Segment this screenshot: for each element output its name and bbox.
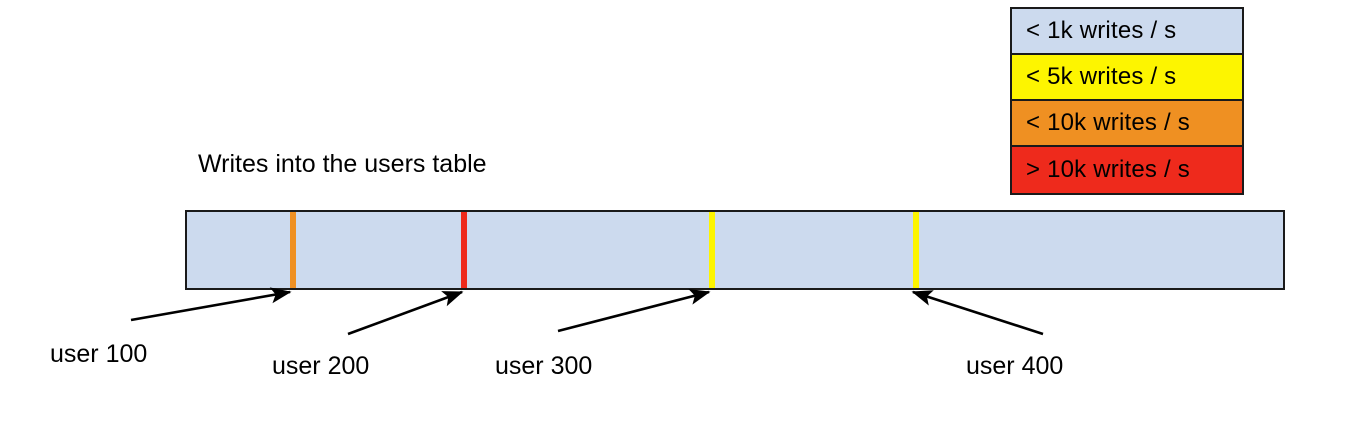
callout-label-user-300: user 300 bbox=[495, 352, 593, 380]
range-marker-user-200 bbox=[461, 212, 467, 288]
legend-label-under-5k: < 5k writes / s bbox=[1026, 63, 1177, 90]
legend-row-under-5k: < 5k writes / s bbox=[1012, 55, 1242, 101]
write-rate-legend: < 1k writes / s < 5k writes / s < 10k wr… bbox=[1010, 7, 1244, 195]
callout-arrow-user-400 bbox=[911, 290, 1044, 336]
legend-row-under-10k: < 10k writes / s bbox=[1012, 101, 1242, 147]
callout-arrow-user-200 bbox=[347, 290, 464, 336]
legend-label-over-10k: > 10k writes / s bbox=[1026, 156, 1190, 183]
legend-row-under-1k: < 1k writes / s bbox=[1012, 9, 1242, 55]
legend-row-over-10k: > 10k writes / s bbox=[1012, 147, 1242, 193]
chart-title: Writes into the users table bbox=[198, 150, 487, 178]
callout-arrow-user-100 bbox=[130, 287, 292, 322]
users-table-range-bar bbox=[185, 210, 1285, 290]
callout-label-user-200: user 200 bbox=[272, 352, 370, 380]
range-marker-user-300 bbox=[709, 212, 715, 288]
legend-label-under-10k: < 10k writes / s bbox=[1026, 109, 1190, 136]
callout-label-user-400: user 400 bbox=[966, 352, 1064, 380]
range-marker-user-400 bbox=[913, 212, 919, 288]
legend-label-under-1k: < 1k writes / s bbox=[1026, 17, 1177, 44]
callout-arrow-user-300 bbox=[557, 289, 711, 333]
range-marker-user-100 bbox=[290, 212, 296, 288]
callout-label-user-100: user 100 bbox=[50, 340, 148, 368]
